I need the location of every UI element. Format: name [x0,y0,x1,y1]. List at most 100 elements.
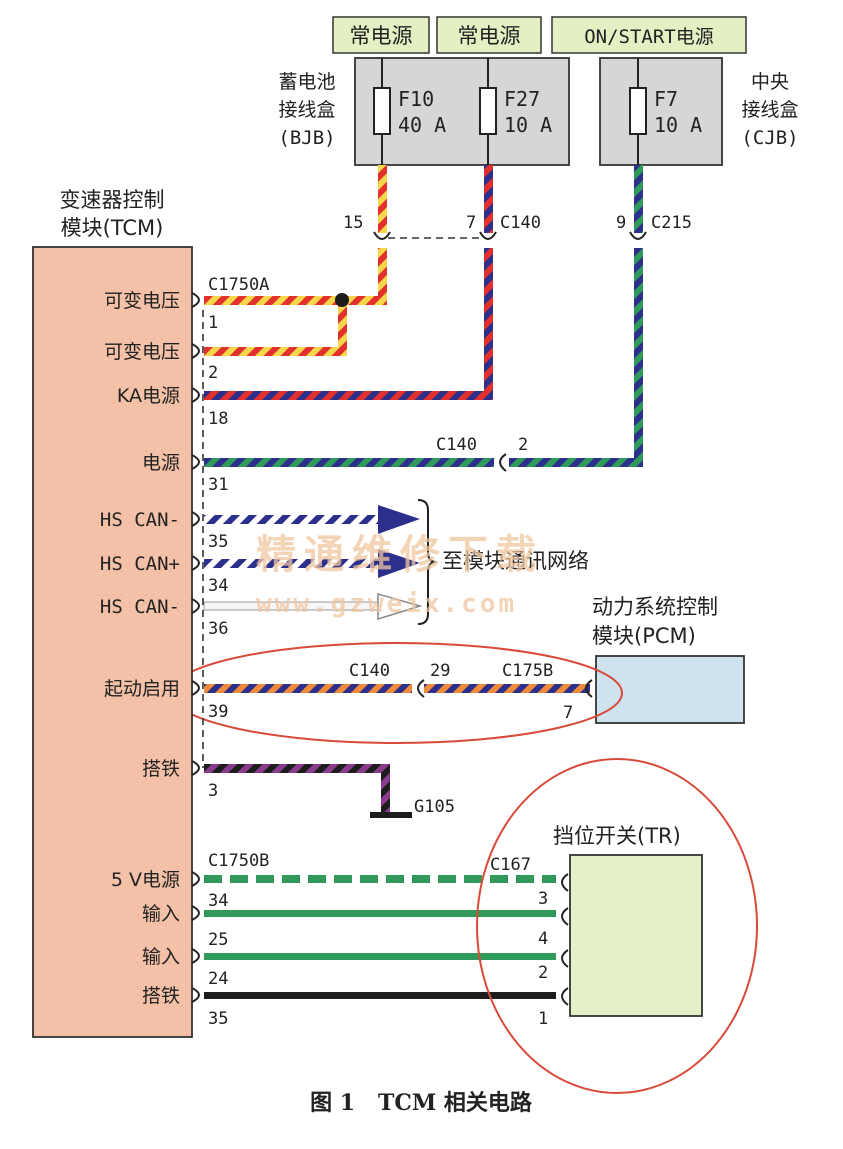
tr-pin-label: 2 [538,963,548,983]
watermark-cn: 精通维修下载 [256,532,544,578]
power-label-const2-text: 常电源 [458,24,521,48]
cjb-label-line2: 接线盒 [741,99,798,121]
c140-start-label: C140 [349,661,390,681]
tcm-pin-name: HS CAN+ [100,553,180,575]
tcm-pin-number: 24 [208,969,228,989]
c140-pin7-label: 7 [466,213,476,233]
tcm-pin-name: 可变电压 [104,290,180,312]
c140-pin2-connector-icon [499,453,507,472]
bjb-label-line1: 蓄电池 [278,71,335,93]
can-line-35 [204,505,420,534]
tcm-pin-name: 起动启用 [104,678,180,700]
tr-pin1-connector-icon [561,987,569,1006]
wire-tr-ground [204,992,556,999]
tcm-pin-number: 31 [208,475,228,495]
bjb-label-line3: (BJB) [278,127,335,149]
c215-pin9-label: 9 [616,213,626,233]
cjb-label-line1: 中央 [751,71,789,93]
c140-pin15-connector-icon [373,231,391,240]
can-line-34 [204,549,420,578]
fuse-f10-amp: 40 A [398,113,446,137]
tcm-pin-name: HS CAN- [100,596,180,618]
pcm-title-line2: 模块(PCM) [592,624,696,648]
tcm-pin-name: 搭铁 [142,758,180,780]
tr-pin-label: 4 [538,929,548,949]
fuse-f7-icon [629,87,647,135]
c140-pin29-connector-icon [417,679,425,698]
c215-pin9-connector-icon [629,231,647,240]
tr-pin3-connector-icon [561,873,569,892]
tr-pin-label: 3 [538,889,548,909]
c175b-label: C175B [502,661,553,681]
tcm-pin-name: HS CAN- [100,509,180,531]
figure-caption: 图 1 TCM 相关电路 [310,1090,533,1116]
c140-mid-label: C140 [436,435,477,455]
c1750b-label: C1750B [208,851,269,871]
tcm-pin-name: 5 V电源 [111,869,180,891]
tcm-pin-name: 搭铁 [142,985,180,1007]
tcm-pin-number: 35 [208,532,228,552]
wire-tr-input24 [204,953,556,960]
cjb-fuse-box [599,57,723,166]
bjb-label-line2: 接线盒 [278,99,335,121]
tcm-pin-number: 39 [208,702,228,722]
tcm-pin-name: 输入 [142,903,180,925]
c140-start-pin: 29 [430,661,450,681]
wire-start-enable [204,684,590,693]
fuse-f10-name: F10 [398,87,434,111]
c140-pin15-label: 15 [343,213,363,233]
tcm-pin-name: KA电源 [117,385,180,407]
c215-label: C215 [651,213,692,233]
c175b-pin7-connector-icon [585,679,593,698]
tr-highlight [476,758,758,1094]
tcm-pin-connectors [191,292,200,1003]
c1750a-label: C1750A [208,275,269,295]
wire-f10-variable-voltage [204,165,387,356]
tr-pin4-connector-icon [561,907,569,926]
tcm-pin-number: 3 [208,781,218,801]
power-label-onstart: ON/START电源 [551,16,747,54]
tr-pin-label: 1 [538,1009,548,1029]
fuse-f7-amp: 10 A [654,113,702,137]
power-label-onstart-text: ON/START电源 [584,26,714,48]
power-label-const1-text: 常电源 [350,24,413,48]
fuse-f27-icon [479,87,497,135]
can-line-36 [203,593,423,621]
wire-f27-ka-power [204,165,493,400]
tcm-pin-number: 35 [208,1009,228,1029]
network-bracket [417,499,437,625]
tcm-pin-number: 2 [208,363,218,383]
cjb-label-line3: (CJB) [741,127,798,149]
tcm-pin-name: 电源 [142,452,180,474]
tcm-pin-name: 输入 [142,946,180,968]
tcm-pin-number: 34 [208,891,228,911]
c140-pin7-connector-icon [479,231,497,240]
tcm-title-line1: 变速器控制 [60,188,165,212]
tcm-pin-number: 25 [208,930,228,950]
c167-label: C167 [490,855,531,875]
wire-ground-g105 [204,764,412,818]
power-label-const1: 常电源 [332,16,430,54]
ground-g105-label: G105 [414,797,455,817]
fuse-f27-amp: 10 A [504,113,552,137]
c175b-pin: 7 [563,703,573,723]
tr-title: 挡位开关(TR) [553,824,681,848]
pcm-title-line1: 动力系统控制 [592,595,718,619]
tcm-pin-number: 1 [208,313,218,333]
tcm-pin-name: 可变电压 [104,341,180,363]
fuse-f27-name: F27 [504,87,540,111]
tcm-pin-number: 18 [208,409,228,429]
fuse-f7-name: F7 [654,87,678,111]
tr-pin2-connector-icon [561,949,569,968]
tcm-module [32,246,193,1038]
wire-tr-input25 [204,910,556,917]
tcm-title-line2: 模块(TCM) [61,216,164,240]
c140-top-label: C140 [500,213,541,233]
power-label-const2: 常电源 [436,16,542,54]
tr-switch-module [569,854,703,1017]
fuse-f10-icon [373,87,391,135]
watermark-url: www.gzweix.com [256,589,517,619]
tcm-pin-number: 34 [208,576,228,596]
wire-f7-power [204,165,643,467]
